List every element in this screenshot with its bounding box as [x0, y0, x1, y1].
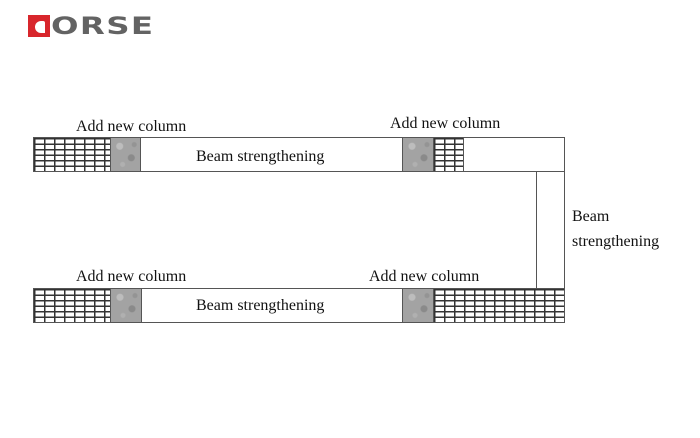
top-right-new-column	[402, 137, 434, 172]
bottom-beam-strengthening	[141, 288, 403, 323]
bottom-beam-label: Beam strengthening	[196, 297, 325, 314]
horse-logo: ORSE	[28, 14, 153, 38]
top-right-brick-wall	[433, 137, 464, 172]
top-left-column-label: Add new column	[76, 118, 187, 135]
bottom-left-new-column	[110, 288, 142, 323]
bottom-right-brick-wall	[433, 288, 565, 323]
horse-logo-icon	[28, 15, 50, 37]
logo-text: ORSE	[51, 12, 155, 40]
top-right-beam-end	[463, 137, 565, 172]
right-vertical-beam-strengthening	[536, 171, 565, 289]
bottom-right-new-column	[402, 288, 434, 323]
top-beam-label: Beam strengthening	[196, 148, 325, 165]
bottom-right-column-label: Add new column	[369, 268, 480, 285]
bottom-left-column-label: Add new column	[76, 268, 187, 285]
bottom-left-brick-wall	[33, 288, 111, 323]
top-beam-strengthening	[140, 137, 403, 172]
right-beam-label-line1: Beam	[572, 208, 610, 225]
right-beam-label-line2: strengthening	[572, 233, 660, 250]
top-left-new-column	[110, 137, 141, 172]
top-right-column-label: Add new column	[390, 115, 501, 132]
top-left-brick-wall	[33, 137, 111, 172]
